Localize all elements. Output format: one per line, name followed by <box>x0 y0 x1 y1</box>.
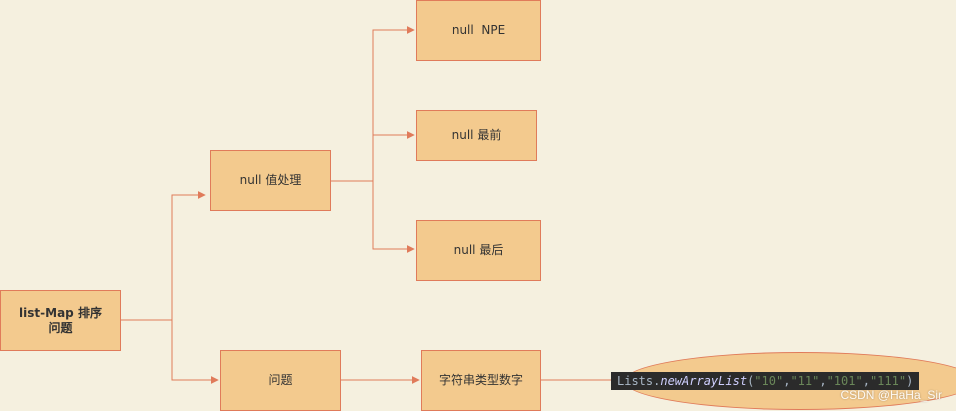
node-null-npe-label: null NPE <box>451 23 506 37</box>
node-null-last-label: null 最后 <box>453 243 504 257</box>
code-arg: "101" <box>826 374 863 388</box>
code-open-paren: ( <box>747 374 755 388</box>
edge-root-to-null-handling <box>121 191 206 321</box>
code-method: newArrayList <box>660 374 748 388</box>
code-arg: "111" <box>869 374 907 388</box>
code-arg: "10" <box>754 374 784 388</box>
node-problem-label: 问题 <box>268 373 293 387</box>
code-close-paren: ) <box>906 374 914 388</box>
node-root-label: list-Map 排序 问题 <box>19 305 102 335</box>
code-example: Lists.newArrayList("10","11","101","111"… <box>611 372 920 390</box>
node-null-first[interactable]: null 最前 <box>416 110 537 161</box>
edge-null-handling-to-npe <box>330 26 415 182</box>
node-null-first-label: null 最前 <box>451 128 502 142</box>
code-arg: "11" <box>790 374 820 388</box>
node-problem[interactable]: 问题 <box>220 350 341 411</box>
node-root[interactable]: list-Map 排序 问题 <box>0 290 121 351</box>
edge-null-handling-to-last <box>372 181 415 253</box>
node-string-number-label: 字符串类型数字 <box>438 373 523 387</box>
edge-null-handling-to-first <box>372 131 415 181</box>
node-string-number[interactable]: 字符串类型数字 <box>421 350 541 411</box>
node-null-handling-label: null 值处理 <box>239 173 302 187</box>
watermark: CSDN @HaHa_Sir <box>840 388 942 402</box>
node-null-last[interactable]: null 最后 <box>416 220 541 281</box>
node-null-handling[interactable]: null 值处理 <box>210 150 331 211</box>
node-null-npe[interactable]: null NPE <box>416 0 541 61</box>
edge-root-to-problem <box>121 319 219 384</box>
code-object: Lists. <box>617 374 661 388</box>
